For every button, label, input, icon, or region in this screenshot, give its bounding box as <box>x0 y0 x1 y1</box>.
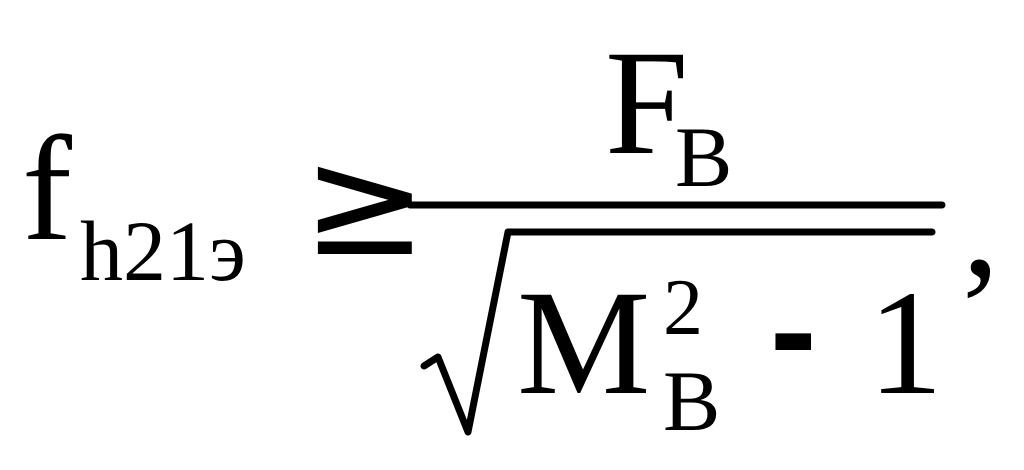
radicand-subscript: B <box>663 353 721 449</box>
minus-operator: - <box>770 251 817 408</box>
numerator-base: F <box>605 20 689 186</box>
numerator-subscript: B <box>675 109 733 205</box>
lhs-base: f <box>22 106 72 272</box>
relation-symbol: ≥ <box>302 116 428 290</box>
radical-sign <box>420 228 936 436</box>
radicand-base: M <box>517 260 651 426</box>
radicand-constant: 1 <box>868 260 943 426</box>
trailing-comma: , <box>962 142 1000 308</box>
lhs-subscript: h21э <box>80 203 246 299</box>
radicand-superscript: 2 <box>663 264 703 352</box>
